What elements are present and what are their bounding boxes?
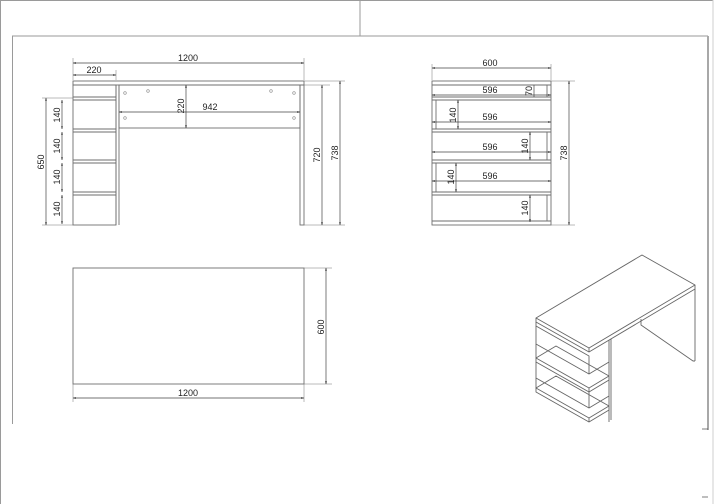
dim-front-spacing-3: 140 [52,169,62,184]
dim-front-panel-height: 220 [176,98,186,113]
dim-side-overall-depth: 600 [482,58,497,68]
front-view: 1200 220 220 942 650 140 140 140 140 720… [36,53,345,226]
dim-front-leg-height: 720 [312,147,322,162]
dim-front-spacing-4: 140 [52,201,62,216]
dim-top-width: 1200 [178,388,198,398]
top-view: 600 1200 [72,267,332,402]
dim-side-spacing-1: 140 [448,107,458,122]
dim-top-depth: 600 [316,319,326,334]
dim-side-overall-height: 738 [559,145,569,160]
dim-side-inner-depth-3: 596 [482,142,497,152]
dim-front-overall-height: 738 [330,145,340,160]
isometric-view [535,254,696,423]
dim-side-inner-depth-4: 596 [482,171,497,181]
shelf-unit-front [72,84,117,226]
dim-side-spacing-3: 140 [446,169,456,184]
dim-front-spacing-2: 140 [52,138,62,153]
right-leg-front [299,84,305,226]
side-view: 600 596 596 596 596 70 140 140 140 140 7… [431,58,575,226]
dim-side-spacing-2: 140 [520,138,530,153]
desk-top-front [72,80,305,86]
dim-front-shelf-width: 220 [86,65,101,75]
dim-front-shelf-height: 650 [36,154,46,169]
side-outline [431,80,552,226]
dim-front-spacing-1: 140 [52,107,62,122]
dim-side-top-gap: 70 [524,86,534,96]
dim-side-spacing-4: 140 [520,200,530,215]
dim-side-inner-depth-2: 596 [482,112,497,122]
dim-side-inner-depth-1: 596 [482,85,497,95]
dim-front-inner-width: 942 [202,102,217,112]
dim-front-overall-width: 1200 [178,53,198,63]
desk-top-plan [72,267,305,385]
